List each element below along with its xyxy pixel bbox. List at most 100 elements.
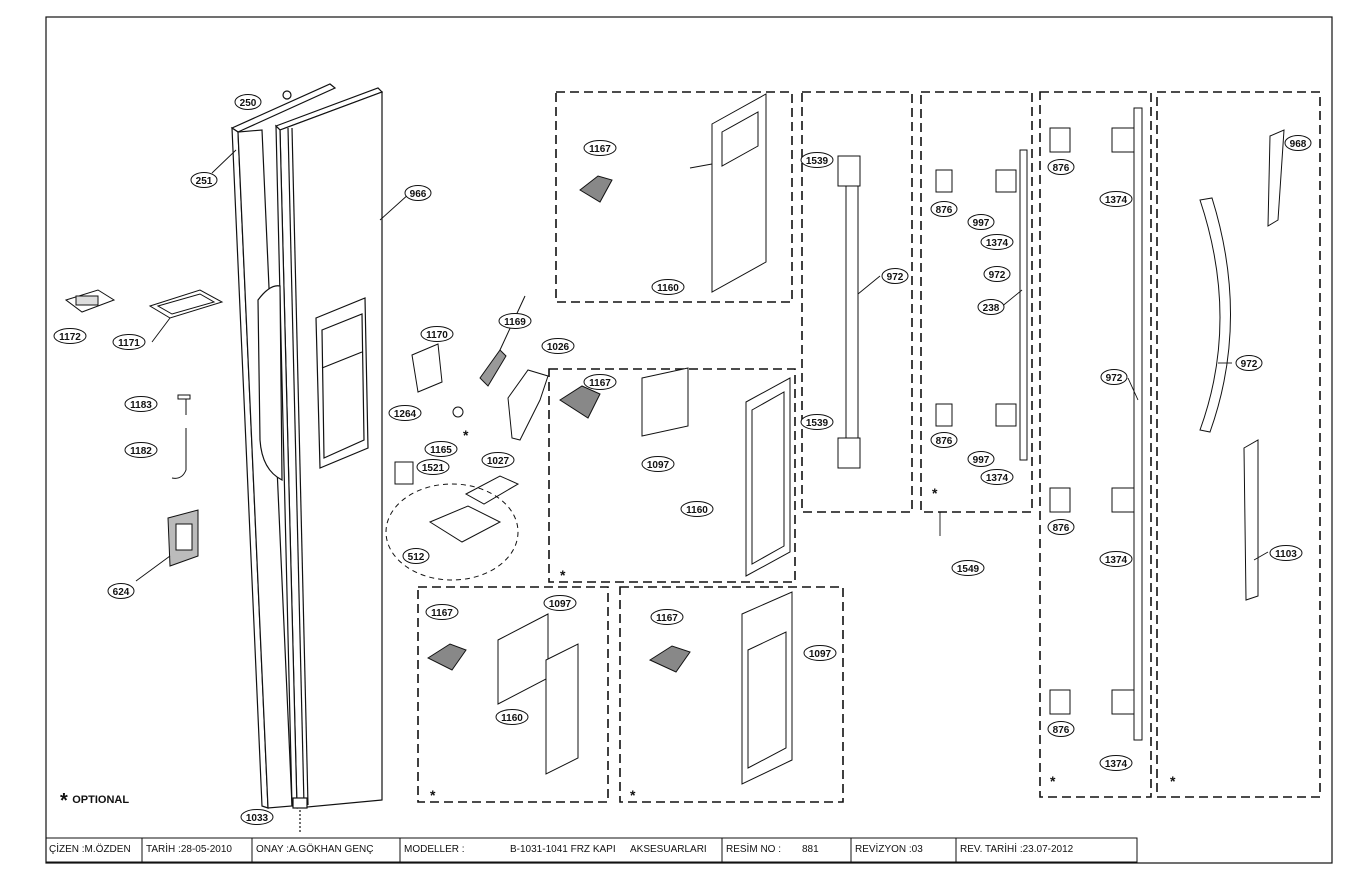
part-number-text: 1169 — [504, 317, 526, 328]
drawing-no-value: 881 — [802, 844, 819, 855]
part-number-text: 1374 — [1105, 195, 1128, 206]
part-number-text: 624 — [113, 587, 130, 598]
group-box-8 — [1156, 91, 1321, 798]
part-label-p1165: 1165 — [424, 441, 458, 457]
part-number-text: 1539 — [806, 156, 829, 167]
part-number-text: 876 — [936, 436, 953, 447]
part-number-text: 968 — [1290, 139, 1307, 150]
part-number-text: 1374 — [1105, 759, 1128, 770]
optional-marker-1: * — [560, 567, 566, 583]
part-number-text: 1160 — [686, 505, 708, 516]
part-number-text: 1171 — [118, 338, 140, 349]
part-label-g6_997a: 997 — [967, 214, 995, 230]
part-label-g7_1374b: 1374 — [1099, 551, 1133, 567]
group3-parts — [426, 613, 579, 775]
group7-parts — [1049, 107, 1143, 741]
part-number-text: 250 — [240, 98, 257, 109]
optional-marker-6: * — [1170, 773, 1176, 789]
part-label-p250: 250 — [234, 94, 262, 110]
part-label-g4_1097: 1097 — [803, 645, 837, 661]
part-label-g7_1374c: 1374 — [1099, 755, 1133, 771]
part-number-text: 1026 — [547, 342, 570, 353]
group2-parts — [559, 367, 791, 577]
leader-lines — [135, 149, 1269, 582]
part-label-g7_876b: 876 — [1047, 519, 1075, 535]
title-block — [45, 837, 1138, 863]
optional-note: * OPTIONAL — [60, 790, 129, 813]
group5-handle — [837, 155, 861, 469]
part-number-text: 1539 — [806, 418, 829, 429]
part-number-text: 997 — [973, 455, 990, 466]
part-number-text: 1167 — [589, 144, 611, 155]
dispenser-parts — [385, 295, 549, 581]
part-label-g6_1374a: 1374 — [980, 234, 1014, 250]
part-number-text: 238 — [983, 303, 1000, 314]
part-label-g8_968: 968 — [1284, 135, 1312, 151]
part-number-text: 1549 — [957, 564, 980, 575]
part-label-g2_1167: 1167 — [583, 374, 617, 390]
part-label-g1_1160: 1160 — [651, 279, 685, 295]
optional-star: * — [60, 790, 68, 812]
part-number-text: 876 — [936, 205, 953, 216]
part-number-text: 1097 — [647, 460, 670, 471]
models-label: MODELLER : — [404, 844, 465, 855]
part-label-g8_1103: 1103 — [1269, 545, 1303, 561]
part-number-text: 1103 — [1275, 549, 1297, 560]
part-label-p1026: 1026 — [541, 338, 575, 354]
part-number-text: 1374 — [986, 473, 1009, 484]
revision-date: REV. TARİHİ :23.07-2012 — [960, 844, 1074, 855]
freezer-door-drawing — [230, 83, 384, 832]
part-label-p1027: 1027 — [481, 452, 515, 468]
part-number-text: 876 — [1053, 523, 1070, 534]
part-label-p1182: 1182 — [124, 442, 158, 458]
part-label-g6_972: 972 — [983, 266, 1011, 282]
optional-marker-2: * — [430, 787, 436, 803]
part-label-g1_1167: 1167 — [583, 140, 617, 156]
part-number-text: 1167 — [589, 378, 611, 389]
group4-parts — [648, 591, 793, 785]
drawing-no-label: RESİM NO : — [726, 844, 782, 855]
part-label-g6_238: 238 — [977, 299, 1005, 315]
optional-marker-3: * — [630, 787, 636, 803]
part-number-text: 512 — [408, 552, 425, 563]
part-number-text: 1097 — [809, 649, 832, 660]
part-label-p1170: 1170 — [420, 326, 454, 342]
part-label-p1521: 1521 — [416, 459, 450, 475]
revision: REVİZYON :03 — [855, 844, 923, 855]
group-box-1 — [555, 91, 793, 303]
part-number-text: 1521 — [422, 463, 445, 474]
part-label-g3_1160: 1160 — [495, 709, 529, 725]
group-box-4 — [619, 586, 844, 803]
part-number-text: 1027 — [487, 456, 510, 467]
part-number-text: 251 — [196, 176, 213, 187]
part-label-g8_972: 972 — [1235, 355, 1263, 371]
part-label-g7_876a: 876 — [1047, 159, 1075, 175]
part-number-text: 876 — [1053, 725, 1070, 736]
part-number-text: 1097 — [549, 599, 572, 610]
part-label-p624: 624 — [107, 583, 135, 599]
part-label-p1171: 1171 — [112, 334, 146, 350]
group6-parts — [935, 149, 1028, 461]
part-label-g4_1167: 1167 — [650, 609, 684, 625]
part-label-g3_1167: 1167 — [425, 604, 459, 620]
part-label-g2_1160: 1160 — [680, 501, 714, 517]
part-number-labels: 2502519661172117111831182624103311701169… — [53, 94, 1312, 825]
part-label-p1264: 1264 — [388, 405, 422, 421]
models-value: B-1031-1041 FRZ KAPI — [510, 844, 616, 855]
part-number-text: 1160 — [657, 283, 679, 294]
part-number-text: 1160 — [501, 713, 523, 724]
optional-marker-0: * — [463, 427, 469, 443]
approved-by: ONAY :A.GÖKHAN GENÇ — [256, 844, 374, 855]
part-number-text: 1264 — [394, 409, 417, 420]
part-label-g5_1539b: 1539 — [800, 414, 834, 430]
accessories-label: AKSESUARLARI — [630, 844, 707, 855]
drawn-by: ÇİZEN :M.ÖZDEN — [49, 844, 131, 855]
part-label-g5_972: 972 — [881, 268, 909, 284]
part-number-text: 972 — [1106, 373, 1123, 384]
part-label-g6_876a: 876 — [930, 201, 958, 217]
part-number-text: 1167 — [431, 608, 453, 619]
part-number-text: 997 — [973, 218, 990, 229]
part-label-p1183: 1183 — [124, 396, 158, 412]
part-number-text: 1167 — [656, 613, 678, 624]
